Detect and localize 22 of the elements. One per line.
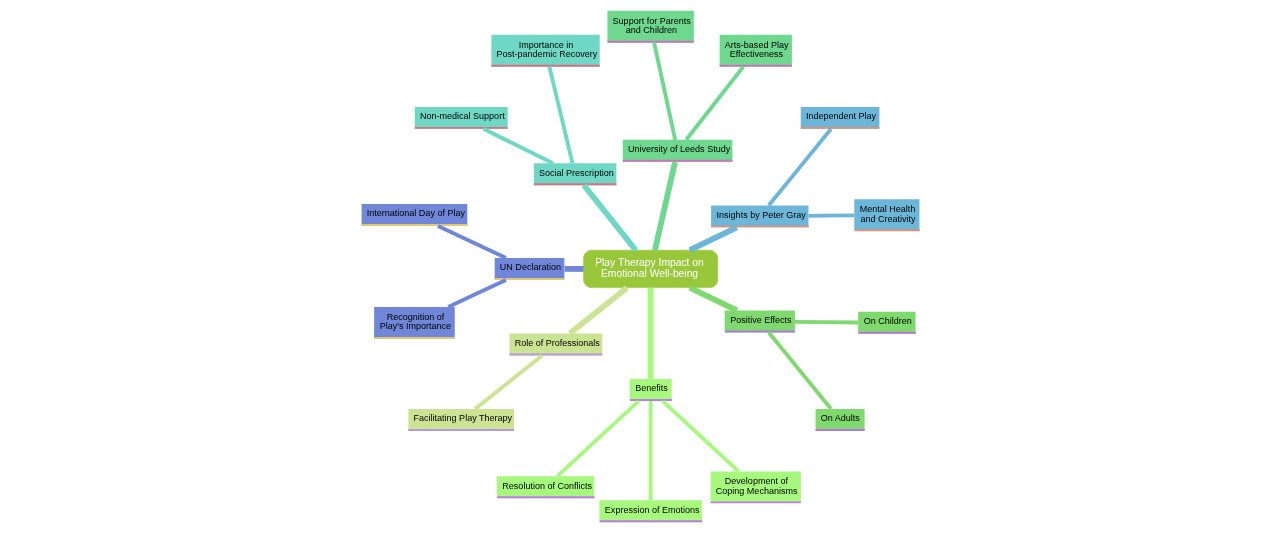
connector	[684, 65, 745, 141]
connector	[446, 278, 507, 309]
connector	[564, 266, 584, 272]
connector	[766, 331, 832, 410]
connector	[794, 319, 858, 325]
connector	[688, 285, 738, 314]
connector	[688, 224, 738, 253]
connector	[660, 399, 740, 473]
connector	[473, 353, 543, 411]
connector	[555, 399, 640, 478]
connector	[651, 42, 677, 141]
connector	[567, 285, 629, 336]
connector	[648, 401, 653, 501]
node-box: Play Therapy Impact on Emotional Well-being	[582, 249, 718, 288]
connector	[647, 287, 654, 379]
connector	[546, 66, 574, 164]
connector	[581, 183, 638, 252]
connector	[808, 213, 854, 218]
connector	[766, 127, 832, 207]
connector	[436, 224, 507, 260]
connector	[651, 161, 678, 251]
connector	[482, 127, 554, 165]
